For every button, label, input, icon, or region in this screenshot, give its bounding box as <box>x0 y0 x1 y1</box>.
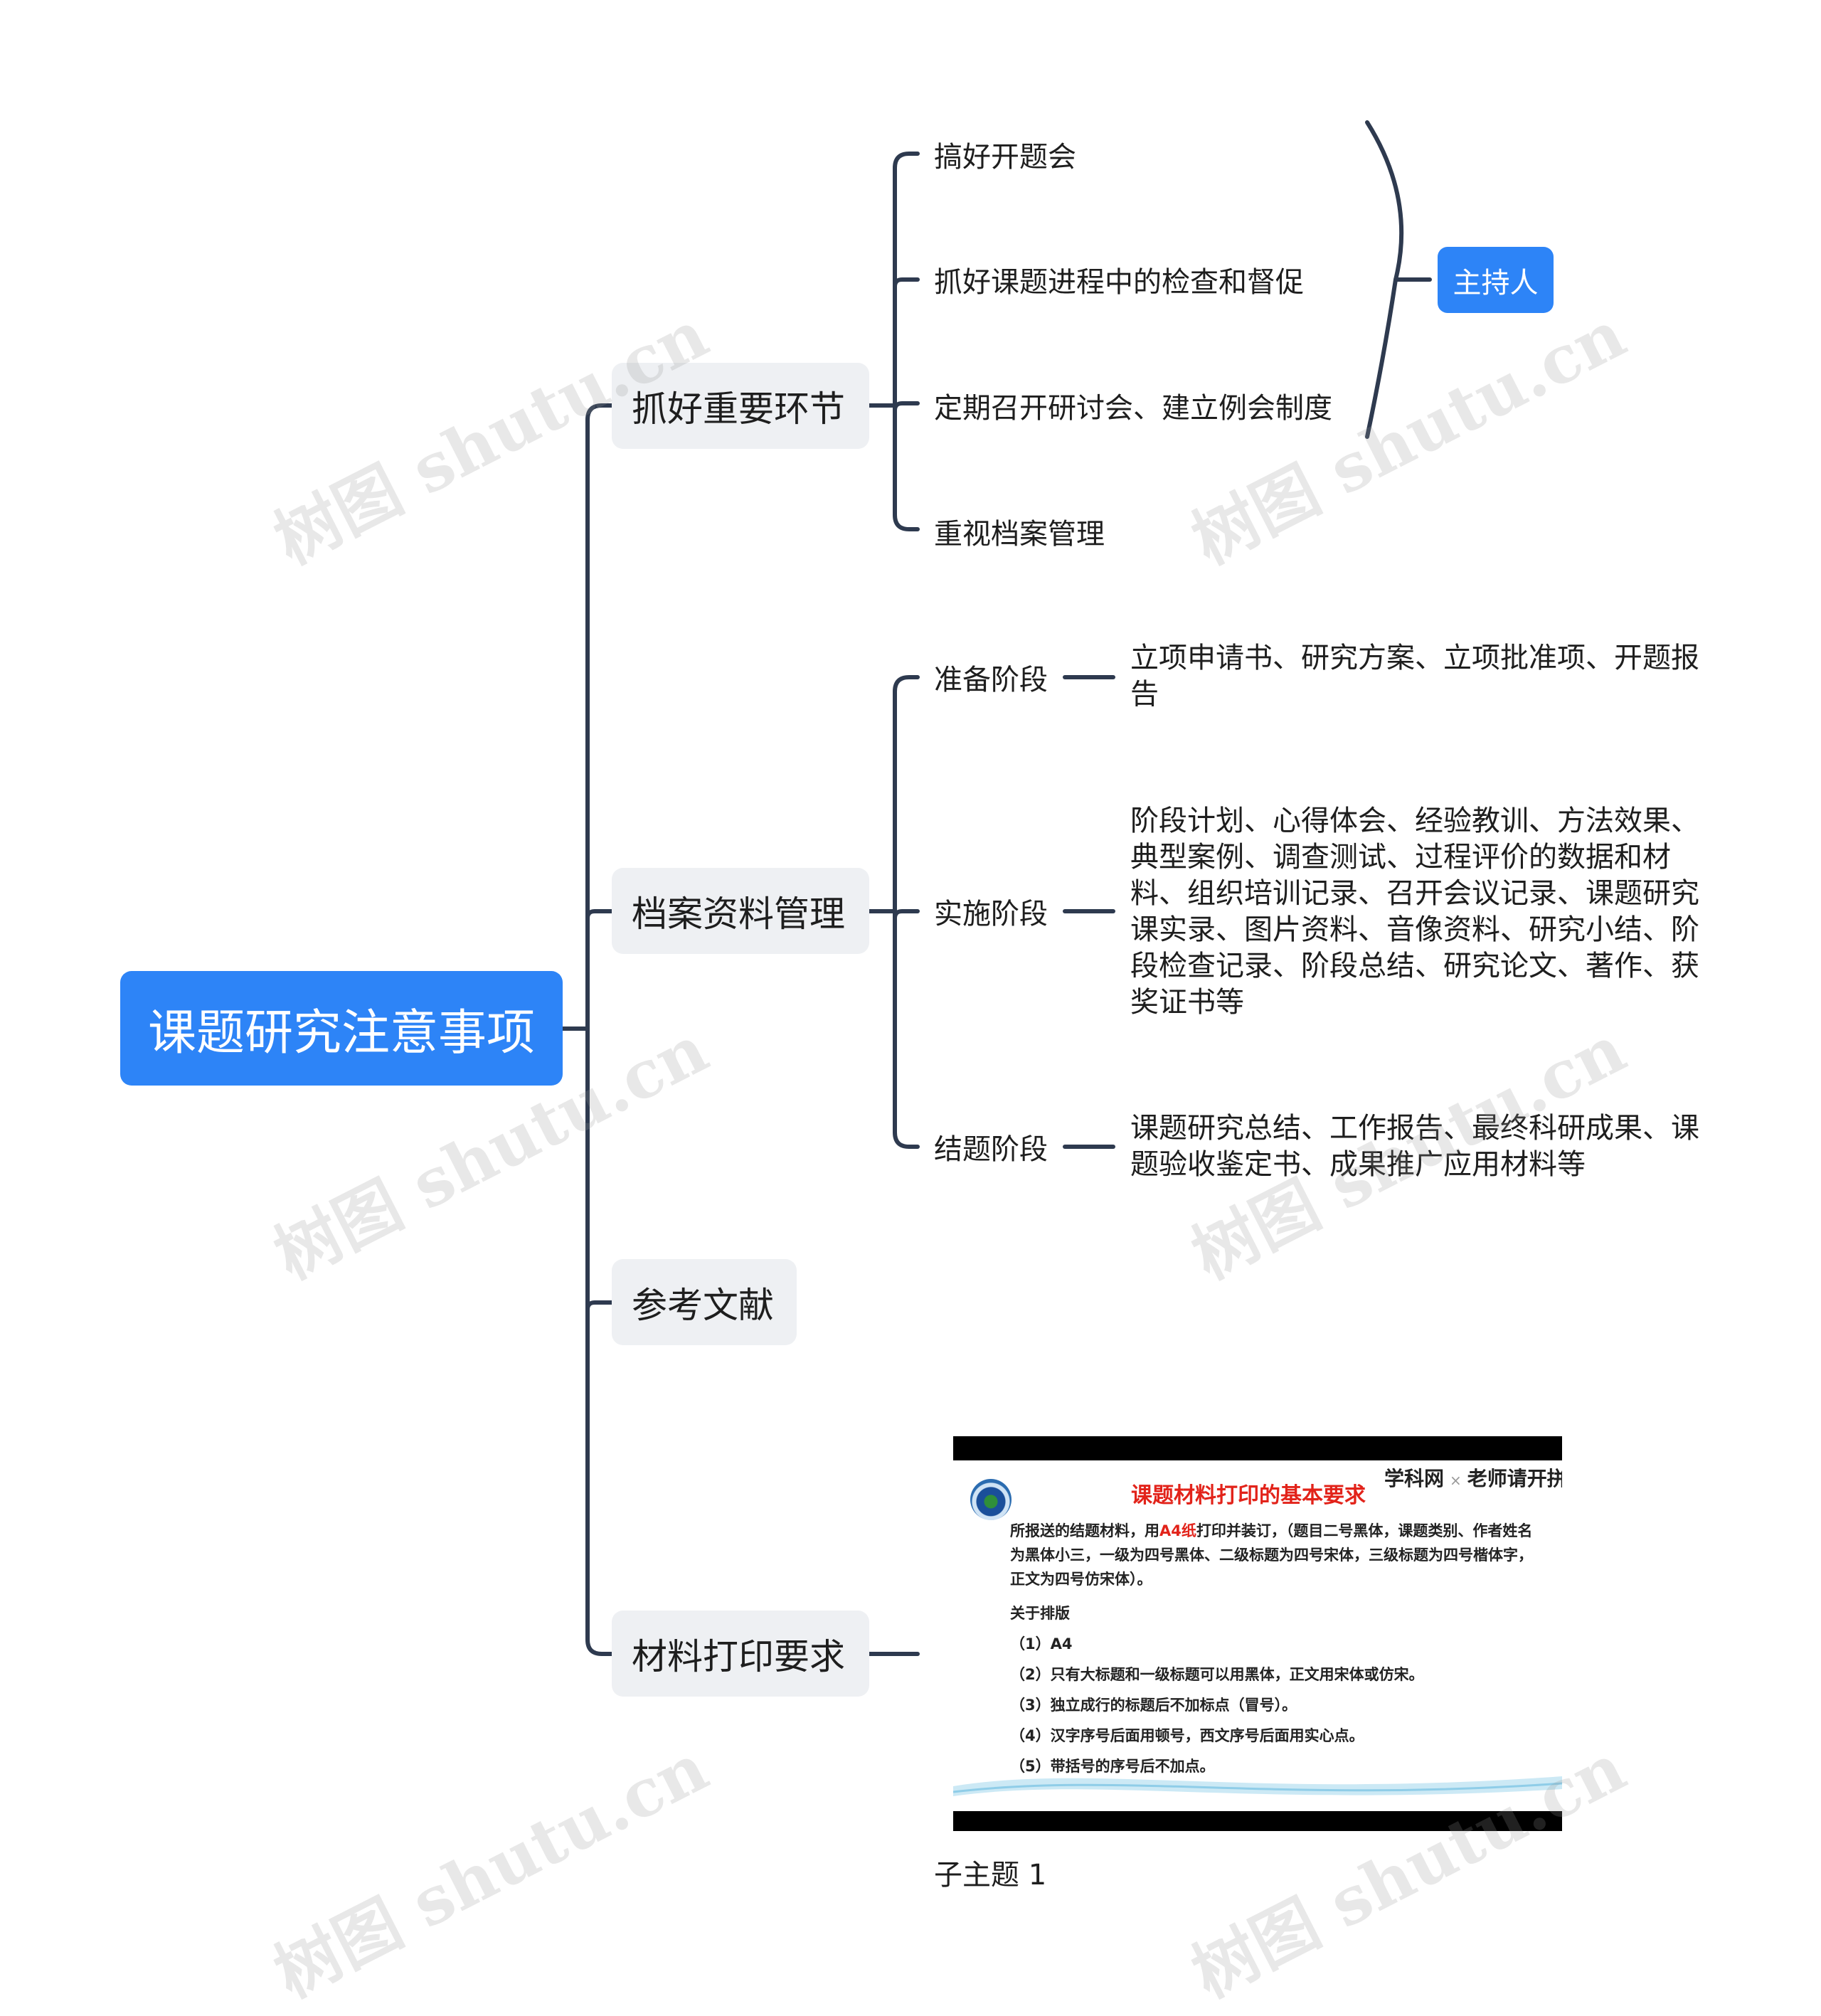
leaf-regular-seminars[interactable]: 定期召开研讨会、建立例会制度 <box>934 386 1332 425</box>
summary-label: 主持人 <box>1453 266 1539 299</box>
image-top-bar <box>953 1436 1562 1460</box>
image-paragraph: 所报送的结题材料，用A4纸打印并装订，（题目二号黑体，课题类别、作者姓名为黑体小… <box>1010 1522 1533 1588</box>
print-requirements-image[interactable]: 学科网×老师请开拼 课题材料打印的基本要求 所报送的结题材料，用A4纸打印并装订… <box>953 1436 1562 1831</box>
branch-references[interactable]: 参考文献 <box>612 1259 797 1345</box>
leaf-label: 定期召开研讨会、建立例会制度 <box>934 392 1332 425</box>
image-line: （3）独立成行的标题后不加标点（冒号）。 <box>1010 1697 1297 1714</box>
root-topic[interactable]: 课题研究注意事项 <box>120 971 563 1086</box>
image-caption[interactable]: 子主题 1 <box>934 1853 1046 1892</box>
caption-label: 子主题 1 <box>934 1859 1047 1892</box>
root-topic-label: 课题研究注意事项 <box>147 1005 535 1061</box>
branch-label: 档案资料管理 <box>632 893 845 935</box>
leaf-opening-meeting[interactable]: 搞好开题会 <box>934 135 1076 174</box>
image-title: 课题材料打印的基本要求 <box>1131 1483 1366 1508</box>
image-line: （2）只有大标题和一级标题可以用黑体，正文用宋体或仿宋。 <box>1010 1666 1424 1683</box>
summary-host-tag[interactable]: 主持人 <box>1438 247 1554 313</box>
stage-label: 实施阶段 <box>934 898 1048 930</box>
image-bottom-bar <box>953 1811 1562 1831</box>
leaf-inspection-supervision[interactable]: 抓好课题进程中的检查和督促 <box>934 260 1304 299</box>
stage-preparation[interactable]: 准备阶段 <box>934 658 1048 696</box>
image-line: （1）A4 <box>1010 1635 1073 1652</box>
image-line: 关于排版 <box>1010 1605 1070 1622</box>
leaf-label: 抓好课题进程中的检查和督促 <box>934 266 1304 299</box>
stage-implementation[interactable]: 实施阶段 <box>934 892 1048 930</box>
leaf-archive-management[interactable]: 重视档案管理 <box>934 512 1105 551</box>
implementation-detail[interactable]: 阶段计划、心得体会、经验教训、方法效果、典型案例、调查测试、过程评价的数据和材料… <box>1130 805 1699 1019</box>
preparation-detail[interactable]: 立项申请书、研究方案、立项批准项、开题报告 <box>1130 642 1699 711</box>
branch-print-requirements[interactable]: 材料打印要求 <box>612 1611 869 1697</box>
stage-conclusion[interactable]: 结题阶段 <box>934 1128 1048 1166</box>
school-logo-icon <box>970 1479 1012 1520</box>
stage-label: 准备阶段 <box>934 664 1048 696</box>
leaf-label: 重视档案管理 <box>934 518 1105 551</box>
image-line: （4）汉字序号后面用顿号，西文序号后面用实心点。 <box>1010 1727 1364 1744</box>
branch-label: 参考文献 <box>632 1284 774 1326</box>
stage-label: 结题阶段 <box>934 1133 1048 1166</box>
branch-label: 抓好重要环节 <box>632 388 845 430</box>
image-line: （5）带括号的序号后不加点。 <box>1010 1758 1215 1775</box>
branch-archive-materials[interactable]: 档案资料管理 <box>612 868 869 954</box>
conclusion-detail[interactable]: 课题研究总结、工作报告、最终科研成果、课题验收鉴定书、成果推广应用材料等 <box>1130 1112 1699 1181</box>
branch-label: 材料打印要求 <box>632 1635 845 1677</box>
leaf-label: 搞好开题会 <box>934 141 1076 174</box>
brand-watermark: 学科网×老师请开拼 <box>1384 1467 1562 1490</box>
decorative-wave <box>953 1776 1562 1796</box>
branch-key-links[interactable]: 抓好重要环节 <box>612 363 869 449</box>
